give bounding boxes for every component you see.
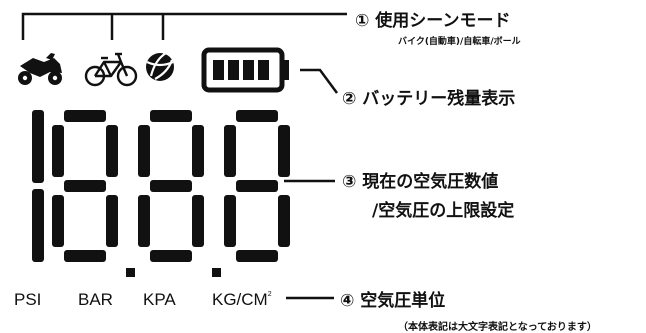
motorcycle-icon (18, 53, 62, 85)
battery-bar (213, 60, 224, 80)
decimal-point (126, 268, 135, 277)
pressure-subtitle: /空気圧の上限設定 (372, 201, 515, 221)
digit-segment (236, 110, 278, 122)
ball-icon (146, 52, 174, 81)
digit-segment (64, 250, 106, 262)
battery-level-bars (213, 60, 269, 80)
digit-segment (106, 195, 118, 247)
digit-segment (32, 110, 44, 183)
mode-title: ① 使用シーンモード (355, 11, 511, 31)
digit-segment (150, 110, 192, 122)
digit-segment (138, 195, 150, 247)
digit-segment (138, 125, 150, 177)
leader-lines (21, 12, 347, 300)
unit-kg-text: KG/CM (212, 290, 268, 309)
mode-bracket-line (21, 12, 347, 40)
digit-segment (236, 180, 278, 192)
battery-title: ② バッテリー残量表示 (342, 89, 516, 109)
digit-segment (236, 250, 278, 262)
battery-bar (228, 60, 239, 80)
digit-segment (52, 195, 64, 247)
digit-segment (278, 195, 290, 247)
digit-segment (224, 195, 236, 247)
digit-segment (150, 180, 192, 192)
digit-segment (106, 125, 118, 177)
digit-segment (224, 125, 236, 177)
unit-kg-cm2: KG/CM2 (212, 290, 272, 310)
digit-segment (192, 125, 204, 177)
digit-segment (150, 250, 192, 262)
digit-segment (64, 110, 106, 122)
unit-subtitle: （本体表記は大文字表記となっております） (398, 322, 597, 333)
battery-bar (243, 60, 254, 80)
unit-psi: PSI (14, 290, 42, 309)
digit-segment (192, 195, 204, 247)
pressure-title: ③ 現在の空気圧数値 (342, 172, 499, 192)
battery-icon (201, 47, 289, 93)
mode-subtitle: バイク(自動車)/自転車/ボール (398, 37, 521, 47)
bicycle-icon (84, 52, 138, 87)
unit-kg-superscript: 2 (267, 291, 272, 298)
unit-kpa: KPA (143, 290, 176, 309)
digit-segment (64, 180, 106, 192)
digit-segment (52, 125, 64, 177)
battery-bar (258, 60, 269, 80)
battery-leader-line (300, 68, 339, 94)
digit-segment (32, 189, 44, 262)
unit-title: ④ 空気圧単位 (340, 291, 446, 311)
pressure-digits (32, 110, 290, 277)
digit-segment (278, 125, 290, 177)
unit-bar: BAR (78, 290, 113, 309)
decimal-point (212, 268, 221, 277)
